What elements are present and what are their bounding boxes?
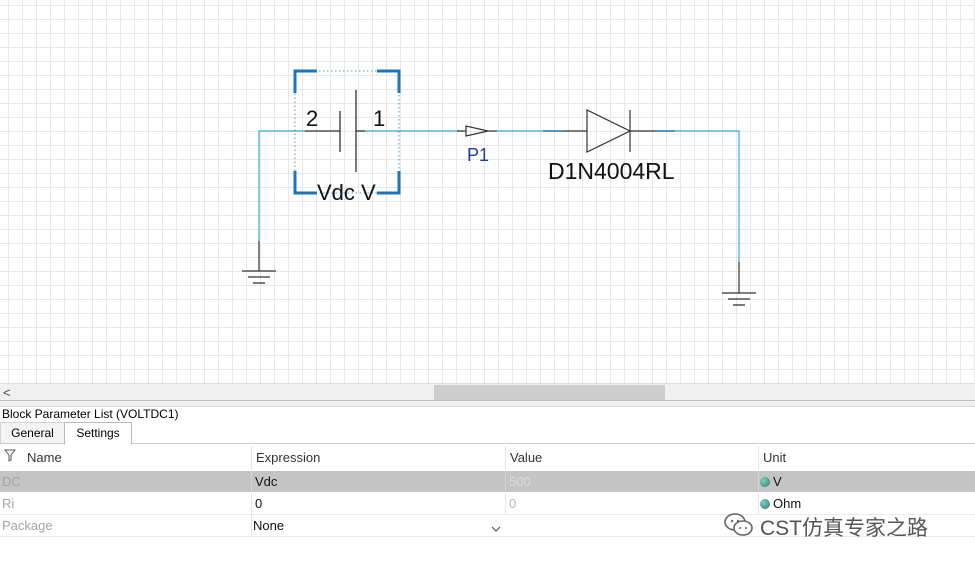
diode-symbol[interactable] bbox=[563, 109, 655, 153]
ground-symbol-left[interactable] bbox=[242, 270, 276, 284]
horizontal-scrollbar[interactable]: < bbox=[0, 383, 975, 401]
param-expression[interactable]: Vdc bbox=[255, 474, 278, 489]
column-header-value[interactable]: Value bbox=[510, 450, 543, 465]
dc-voltage-source[interactable] bbox=[293, 69, 401, 195]
param-name: DC bbox=[2, 474, 21, 489]
table-row-package[interactable]: Package None bbox=[0, 515, 975, 537]
scroll-left-icon[interactable]: < bbox=[3, 385, 11, 400]
wechat-icon bbox=[724, 512, 754, 543]
column-header-unit[interactable]: Unit bbox=[763, 450, 787, 465]
param-unit: Ohm bbox=[760, 493, 801, 514]
watermark-text: CST仿真专家之路 bbox=[760, 517, 928, 540]
grid-header-row: Name Expression Value Unit bbox=[0, 446, 975, 470]
port-arrow-symbol[interactable] bbox=[457, 125, 497, 137]
panel-title: Block Parameter List (VOLTDC1) bbox=[2, 407, 179, 421]
param-expression[interactable]: 0 bbox=[255, 496, 263, 511]
unit-globe-icon bbox=[760, 499, 770, 509]
package-select-value[interactable]: None bbox=[253, 518, 285, 533]
wire-left-ground[interactable] bbox=[258, 130, 305, 241]
panel-splitter[interactable] bbox=[0, 400, 975, 407]
source-pin-label-left: 2 bbox=[306, 106, 319, 131]
port-label: P1 bbox=[467, 145, 490, 165]
param-name: Package bbox=[2, 518, 53, 533]
column-header-expression[interactable]: Expression bbox=[256, 450, 321, 465]
watermark: CST仿真专家之路 bbox=[724, 512, 928, 542]
param-value: 500 bbox=[509, 474, 531, 489]
panel-tabs: General Settings bbox=[0, 422, 975, 445]
unit-globe-icon bbox=[760, 477, 770, 487]
schematic-canvas[interactable]: 2 1 Vdc V P1 D1N4004RL bbox=[0, 0, 975, 383]
filter-icon[interactable] bbox=[3, 449, 17, 467]
chevron-down-icon[interactable] bbox=[491, 520, 501, 538]
param-name: Ri bbox=[2, 496, 15, 511]
column-header-name[interactable]: Name bbox=[27, 450, 62, 465]
table-row-dc[interactable]: DC Vdc 500 V bbox=[0, 471, 975, 492]
scrollbar-thumb[interactable] bbox=[434, 385, 665, 400]
param-value: 0 bbox=[509, 496, 517, 511]
schematic-drawing bbox=[242, 69, 756, 306]
ground-symbol-right[interactable] bbox=[722, 292, 756, 306]
source-pin-label-right: 1 bbox=[373, 106, 386, 131]
diode-label: D1N4004RL bbox=[548, 158, 675, 184]
param-unit: V bbox=[760, 471, 782, 492]
wire-diode-right-ground[interactable] bbox=[675, 130, 740, 262]
tab-general[interactable]: General bbox=[0, 422, 65, 443]
table-row-ri[interactable]: Ri 0 0 Ohm bbox=[0, 493, 975, 515]
tab-settings[interactable]: Settings bbox=[64, 422, 132, 445]
source-value-label: Vdc V bbox=[317, 180, 376, 205]
